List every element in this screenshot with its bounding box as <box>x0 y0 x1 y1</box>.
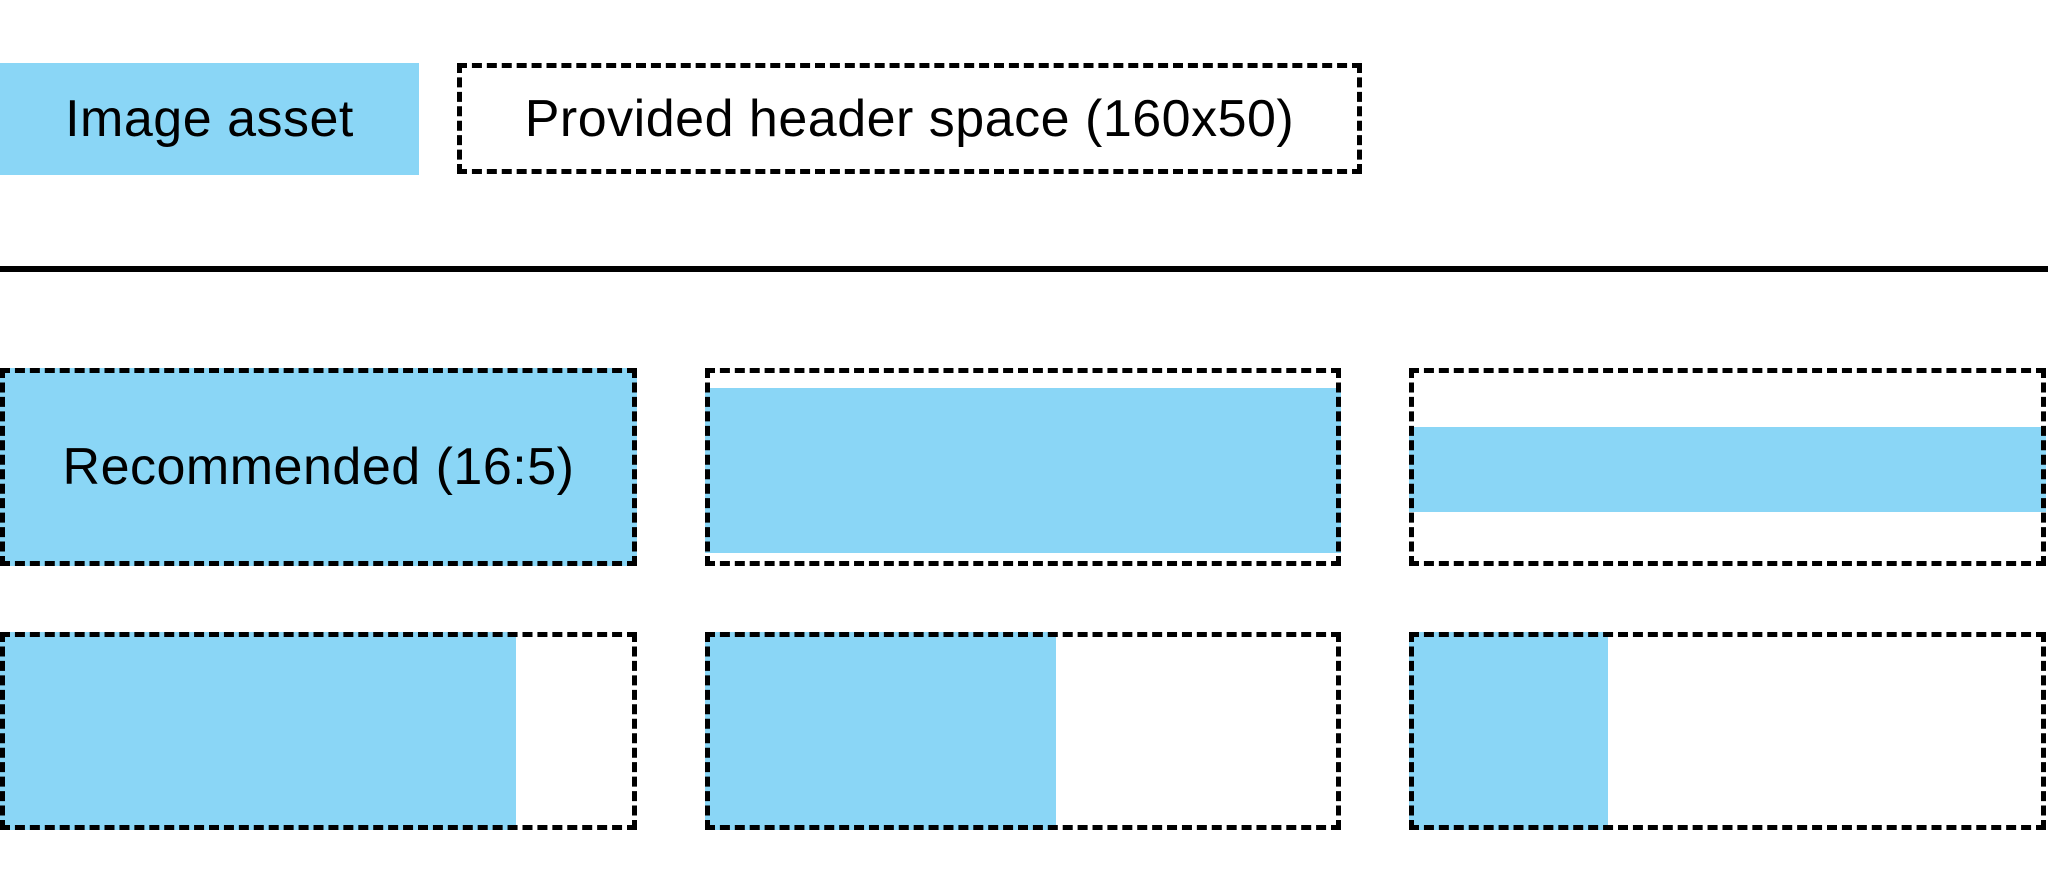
legend-header-space-box: Provided header space (160x50) <box>457 63 1362 174</box>
image-asset-fill <box>705 388 1341 553</box>
image-asset-fill <box>0 368 637 566</box>
image-asset-fill <box>1409 632 1608 830</box>
example-box-partial-width-81 <box>0 632 637 830</box>
legend-header-space-label: Provided header space (160x50) <box>524 89 1295 148</box>
example-box-recommended: Recommended (16:5) <box>0 368 637 566</box>
image-asset-fill <box>1409 427 2046 512</box>
legend-image-asset-swatch: Image asset <box>0 63 419 175</box>
image-asset-fill <box>705 632 1056 830</box>
example-box-partial-width-31 <box>1409 632 2046 830</box>
example-recommended-label: Recommended (16:5) <box>62 438 575 496</box>
separator-line <box>0 266 2048 272</box>
example-box-full-width-tall <box>705 368 1341 566</box>
example-box-full-width-thin <box>1409 368 2046 566</box>
legend-image-asset-label: Image asset <box>65 90 354 148</box>
image-asset-fill <box>0 632 516 830</box>
example-box-partial-width-55 <box>705 632 1341 830</box>
